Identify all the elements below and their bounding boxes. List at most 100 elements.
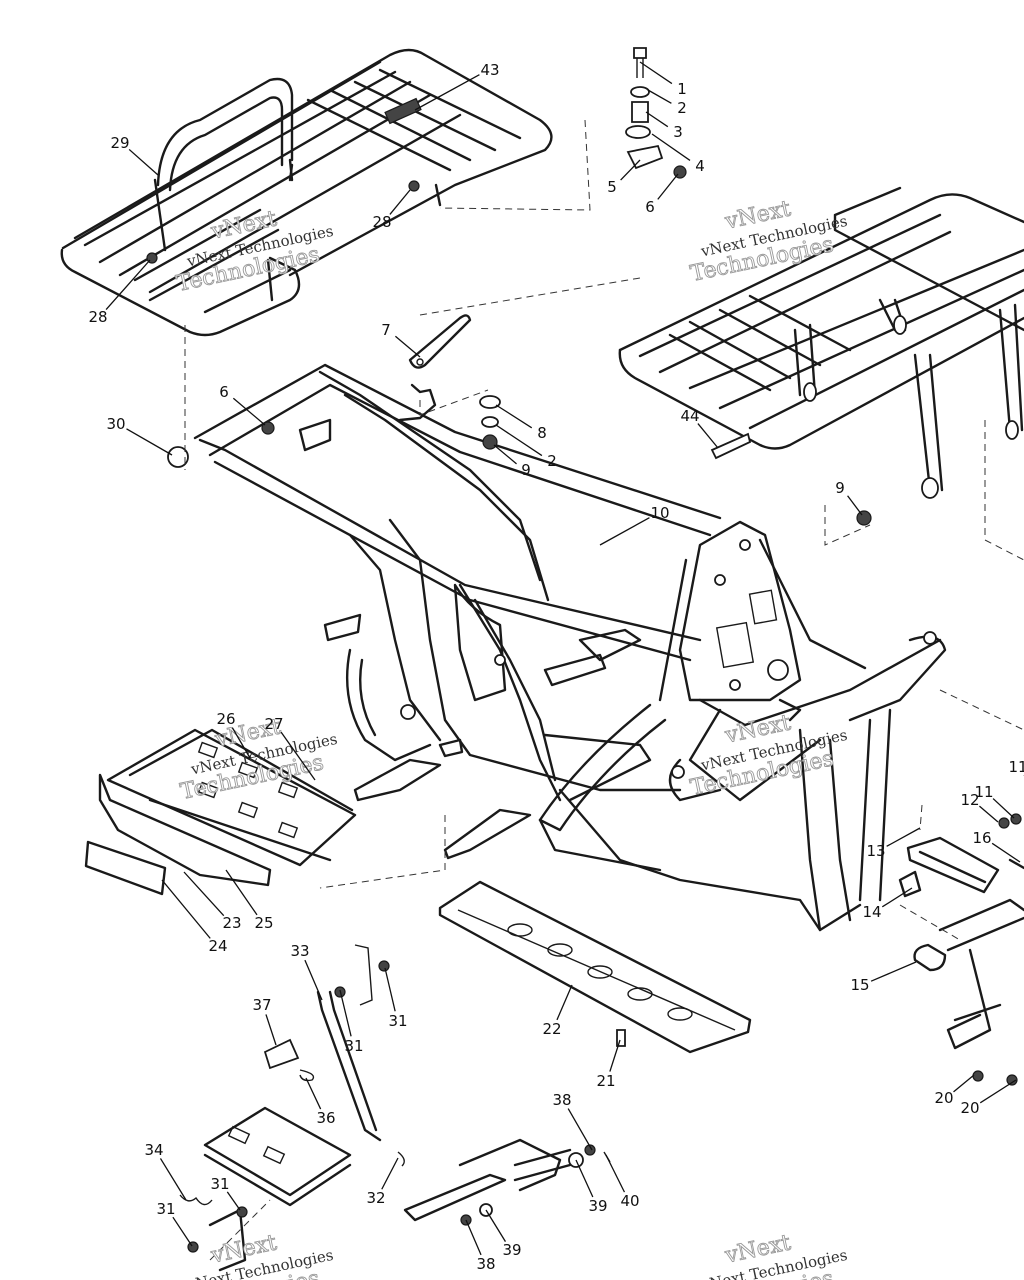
footrest-right [898,813,1024,1086]
callout-number: 24 [208,937,227,955]
callout-44: 44 [680,407,719,449]
callout-number: 28 [372,213,391,231]
callout-number: 4 [695,157,705,175]
leader-line [280,731,316,781]
callout-number: 8 [537,424,547,442]
callout-number: 2 [677,99,687,117]
leader-line [620,159,641,181]
callout-number: 3 [673,123,683,141]
callout-number: 15 [850,976,869,994]
callout-number: 38 [476,1255,495,1273]
callout-43: 43 [414,61,500,111]
leader-line [575,1159,594,1198]
front-rack [618,186,1024,499]
leader-line [304,959,323,1001]
callout-number: 30 [106,415,125,433]
callout-31: 31 [156,1200,193,1247]
callout-38: 38 [465,1219,496,1273]
callout-39: 39 [575,1159,608,1215]
callout-21: 21 [596,1039,621,1090]
callout-10: 10 [599,504,670,546]
callout-33: 33 [290,942,323,1001]
leader-line [870,961,917,982]
callout-11: 11 [1008,758,1024,776]
callout-20: 20 [960,1079,1017,1117]
callout-number: 43 [480,61,499,79]
rear-rack [60,48,553,337]
leader-line [979,805,999,823]
callout-28: 28 [372,189,411,231]
callout-number: 33 [290,942,309,960]
callout-7: 7 [381,321,421,358]
callout-number: 23 [222,914,241,932]
leader-line [639,61,673,85]
callout-9: 9 [835,479,863,516]
callout-34: 34 [144,1141,187,1201]
callout-number: 12 [960,791,979,809]
callout-number: 11 [1008,758,1024,776]
leader-line [697,423,719,449]
callout-37: 37 [252,996,277,1046]
leader-line [645,111,669,128]
callout-number: 32 [366,1189,385,1207]
callout-26: 26 [216,710,251,759]
footrest-left [84,728,357,896]
leader-line [126,428,173,456]
leader-line [609,1039,621,1072]
leader-line [159,1158,187,1201]
callout-number: 27 [264,715,283,733]
leader-line [881,887,913,908]
callout-number: 20 [960,1099,979,1117]
leader-line [953,1074,975,1093]
hardware-stack-top [625,47,687,179]
callout-4: 4 [651,133,705,175]
callout-29: 29 [110,134,159,176]
callout-6: 6 [219,383,266,426]
leader-line [226,1191,241,1211]
leader-line [172,1216,193,1247]
callout-40: 40 [605,1154,640,1210]
callout-27: 27 [264,715,316,781]
callout-14: 14 [862,887,913,921]
callout-number: 40 [620,1192,639,1210]
shift-lever [403,1138,611,1226]
callout-number: 9 [835,479,845,497]
leader-line [161,879,211,939]
leader-line [183,871,225,917]
leader-line [485,1209,507,1242]
leader-line [305,1077,322,1110]
callout-1: 1 [639,61,687,98]
callout-31: 31 [384,967,408,1030]
callout-number: 31 [210,1175,229,1193]
leader-line [651,133,691,161]
leader-line [105,259,151,311]
callout-number: 6 [645,198,655,216]
callout-number: 39 [588,1197,607,1215]
callout-number: 36 [316,1109,335,1127]
leader-line [394,335,421,358]
callout-number: 10 [650,504,669,522]
callout-12: 12 [960,791,999,823]
leader-line [886,827,921,847]
callout-5: 5 [607,159,641,196]
leader-line [495,424,543,457]
main-frame [193,363,947,932]
callout-number: 5 [607,178,617,196]
callout-number: 16 [972,829,991,847]
leader-line [389,189,411,215]
leader-line [605,1154,626,1193]
leader-line [225,869,258,916]
callout-number: 39 [502,1241,521,1259]
callout-22: 22 [542,984,573,1038]
callout-number: 6 [219,383,229,401]
callout-24: 24 [161,879,228,955]
callout-number: 2 [547,452,557,470]
leader-line [231,727,251,759]
callout-38: 38 [552,1091,593,1151]
callout-16: 16 [972,829,1021,863]
callout-number: 31 [156,1200,175,1218]
